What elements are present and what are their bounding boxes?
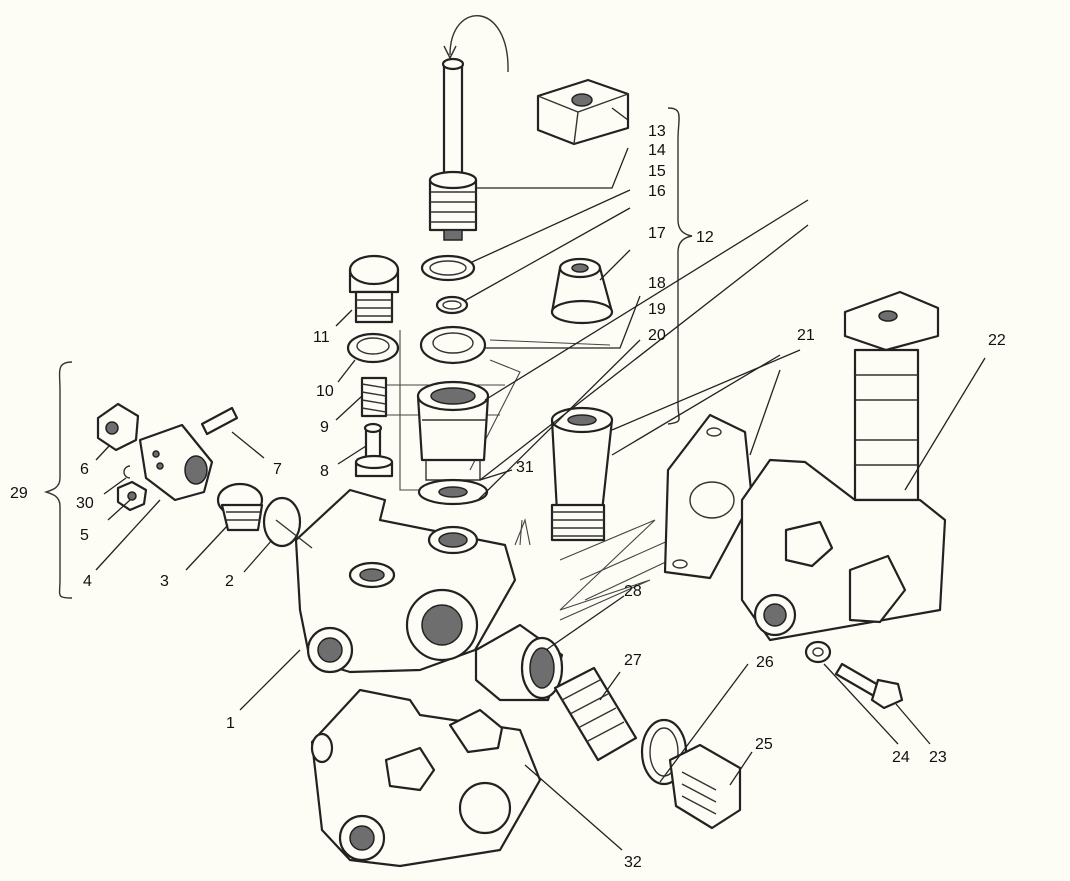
label-18: 18 bbox=[648, 275, 666, 292]
part-30-circlip bbox=[123, 465, 131, 479]
label-20: 20 bbox=[648, 327, 666, 344]
label-32: 32 bbox=[624, 854, 642, 871]
part-7-pin bbox=[200, 406, 239, 436]
part-13-plate bbox=[536, 78, 630, 146]
label-13: 13 bbox=[648, 123, 666, 140]
label-5: 5 bbox=[80, 527, 89, 544]
part-21-gasket bbox=[663, 413, 754, 580]
label-2: 2 bbox=[225, 573, 234, 590]
part-22-pump-body bbox=[740, 290, 947, 642]
label-29: 29 bbox=[10, 485, 28, 502]
part-8-bolt bbox=[354, 422, 394, 478]
label-15: 15 bbox=[648, 163, 666, 180]
label-14: 14 bbox=[648, 142, 666, 159]
part-3-fitting bbox=[216, 482, 264, 532]
part-2-clip bbox=[262, 496, 313, 549]
label-6: 6 bbox=[80, 461, 89, 478]
part-6-nut bbox=[96, 402, 140, 452]
part-11-plug bbox=[348, 254, 400, 324]
label-1: 1 bbox=[226, 715, 235, 732]
rotation-arrow bbox=[443, 15, 509, 73]
part-23-bolt bbox=[834, 662, 904, 710]
label-31: 31 bbox=[516, 459, 534, 476]
label-24: 24 bbox=[892, 749, 910, 766]
label-21: 21 bbox=[797, 327, 815, 344]
part-24-washer bbox=[804, 640, 832, 664]
part-28-sleeve bbox=[474, 623, 564, 702]
label-25: 25 bbox=[755, 736, 773, 753]
label-16: 16 bbox=[648, 183, 666, 200]
label-4: 4 bbox=[83, 573, 92, 590]
label-28: 28 bbox=[624, 583, 642, 600]
bracket-12 bbox=[667, 107, 693, 425]
part-4-coupling bbox=[138, 423, 214, 502]
part-17-cone bbox=[550, 257, 614, 325]
label-9: 9 bbox=[320, 419, 329, 436]
label-7: 7 bbox=[273, 461, 282, 478]
part-10-ring bbox=[346, 332, 400, 364]
part-9-spring bbox=[360, 376, 388, 418]
label-8: 8 bbox=[320, 463, 329, 480]
bracket-29 bbox=[43, 361, 73, 599]
part-1-main-body bbox=[294, 488, 517, 674]
part-18-washer bbox=[419, 325, 487, 365]
part-5-nut bbox=[116, 480, 148, 512]
part-labels: 1 2 3 4 5 6 7 8 9 10 11 12 13 14 15 16 1… bbox=[10, 123, 1006, 871]
label-11: 11 bbox=[313, 329, 330, 346]
part-14-shaft bbox=[428, 57, 478, 241]
leader-lines bbox=[95, 107, 986, 851]
part-16-ring bbox=[435, 295, 469, 315]
label-10: 10 bbox=[316, 383, 334, 400]
part-20-sleeve bbox=[550, 406, 614, 542]
label-12: 12 bbox=[696, 229, 714, 246]
label-19: 19 bbox=[648, 301, 666, 318]
part-15-ring bbox=[420, 254, 476, 282]
label-23: 23 bbox=[929, 749, 947, 766]
part-25-plug bbox=[668, 743, 742, 830]
part-27-spring bbox=[553, 666, 638, 762]
label-3: 3 bbox=[160, 573, 169, 590]
label-17: 17 bbox=[648, 225, 666, 242]
label-22: 22 bbox=[988, 332, 1006, 349]
label-27: 27 bbox=[624, 652, 642, 669]
part-32-assembled-pump bbox=[310, 688, 542, 868]
label-30: 30 bbox=[76, 495, 94, 512]
label-26: 26 bbox=[756, 654, 774, 671]
part-19-sleeve bbox=[416, 380, 490, 506]
